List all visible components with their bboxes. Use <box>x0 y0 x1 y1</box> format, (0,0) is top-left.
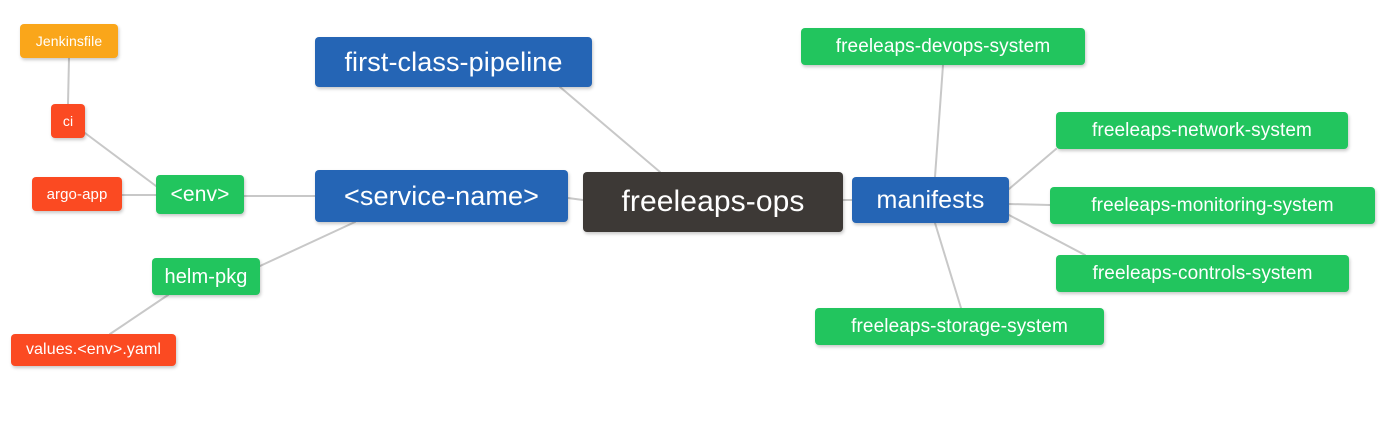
node-env[interactable]: <env> <box>156 175 244 214</box>
node-label-env: <env> <box>170 183 230 206</box>
node-label-freeleaps-controls-system: freeleaps-controls-system <box>1092 263 1313 284</box>
node-label-freeleaps-devops-system: freeleaps-devops-system <box>835 36 1051 57</box>
node-helm-pkg[interactable]: helm-pkg <box>152 258 260 295</box>
node-manifests[interactable]: manifests <box>852 177 1009 223</box>
node-freeleaps-devops-system[interactable]: freeleaps-devops-system <box>801 28 1085 65</box>
node-ci[interactable]: ci <box>51 104 85 138</box>
edge-jenkinsfile-to-ci <box>67 57 70 105</box>
node-freeleaps-controls-system[interactable]: freeleaps-controls-system <box>1056 255 1349 292</box>
node-label-jenkinsfile: Jenkinsfile <box>35 33 103 49</box>
node-label-manifests: manifests <box>876 185 985 214</box>
node-freeleaps-monitoring-system[interactable]: freeleaps-monitoring-system <box>1050 187 1375 224</box>
node-label-first-class-pipeline: first-class-pipeline <box>344 46 563 77</box>
node-freeleaps-ops[interactable]: freeleaps-ops <box>583 172 843 232</box>
node-label-helm-pkg: helm-pkg <box>164 265 248 288</box>
edge-manifests-to-freeleaps-network-system <box>1008 148 1057 190</box>
edge-manifests-to-freeleaps-storage-system <box>934 222 962 309</box>
node-jenkinsfile[interactable]: Jenkinsfile <box>20 24 118 58</box>
node-label-freeleaps-network-system: freeleaps-network-system <box>1092 120 1312 141</box>
edge-service-name-to-freeleaps-ops <box>567 197 584 201</box>
node-label-service-name: <service-name> <box>344 180 539 211</box>
node-label-argo-app: argo-app <box>46 185 108 203</box>
node-label-freeleaps-storage-system: freeleaps-storage-system <box>851 316 1068 337</box>
node-label-freeleaps-ops: freeleaps-ops <box>621 185 805 218</box>
edge-manifests-to-freeleaps-devops-system <box>934 64 944 178</box>
node-label-freeleaps-monitoring-system: freeleaps-monitoring-system <box>1091 195 1334 216</box>
edge-manifests-to-freeleaps-monitoring-system <box>1008 203 1051 206</box>
node-label-ci: ci <box>62 113 74 129</box>
edge-helm-pkg-to-values-env-yaml <box>109 294 169 335</box>
node-freeleaps-network-system[interactable]: freeleaps-network-system <box>1056 112 1348 149</box>
node-freeleaps-storage-system[interactable]: freeleaps-storage-system <box>815 308 1104 345</box>
node-label-values-env-yaml: values.<env>.yaml <box>25 341 162 358</box>
edge-first-class-pipeline-to-freeleaps-ops <box>559 86 661 173</box>
node-values-env-yaml[interactable]: values.<env>.yaml <box>11 334 176 366</box>
node-service-name[interactable]: <service-name> <box>315 170 568 222</box>
edge-service-name-to-helm-pkg <box>259 221 356 267</box>
node-argo-app[interactable]: argo-app <box>32 177 122 211</box>
node-first-class-pipeline[interactable]: first-class-pipeline <box>315 37 592 87</box>
